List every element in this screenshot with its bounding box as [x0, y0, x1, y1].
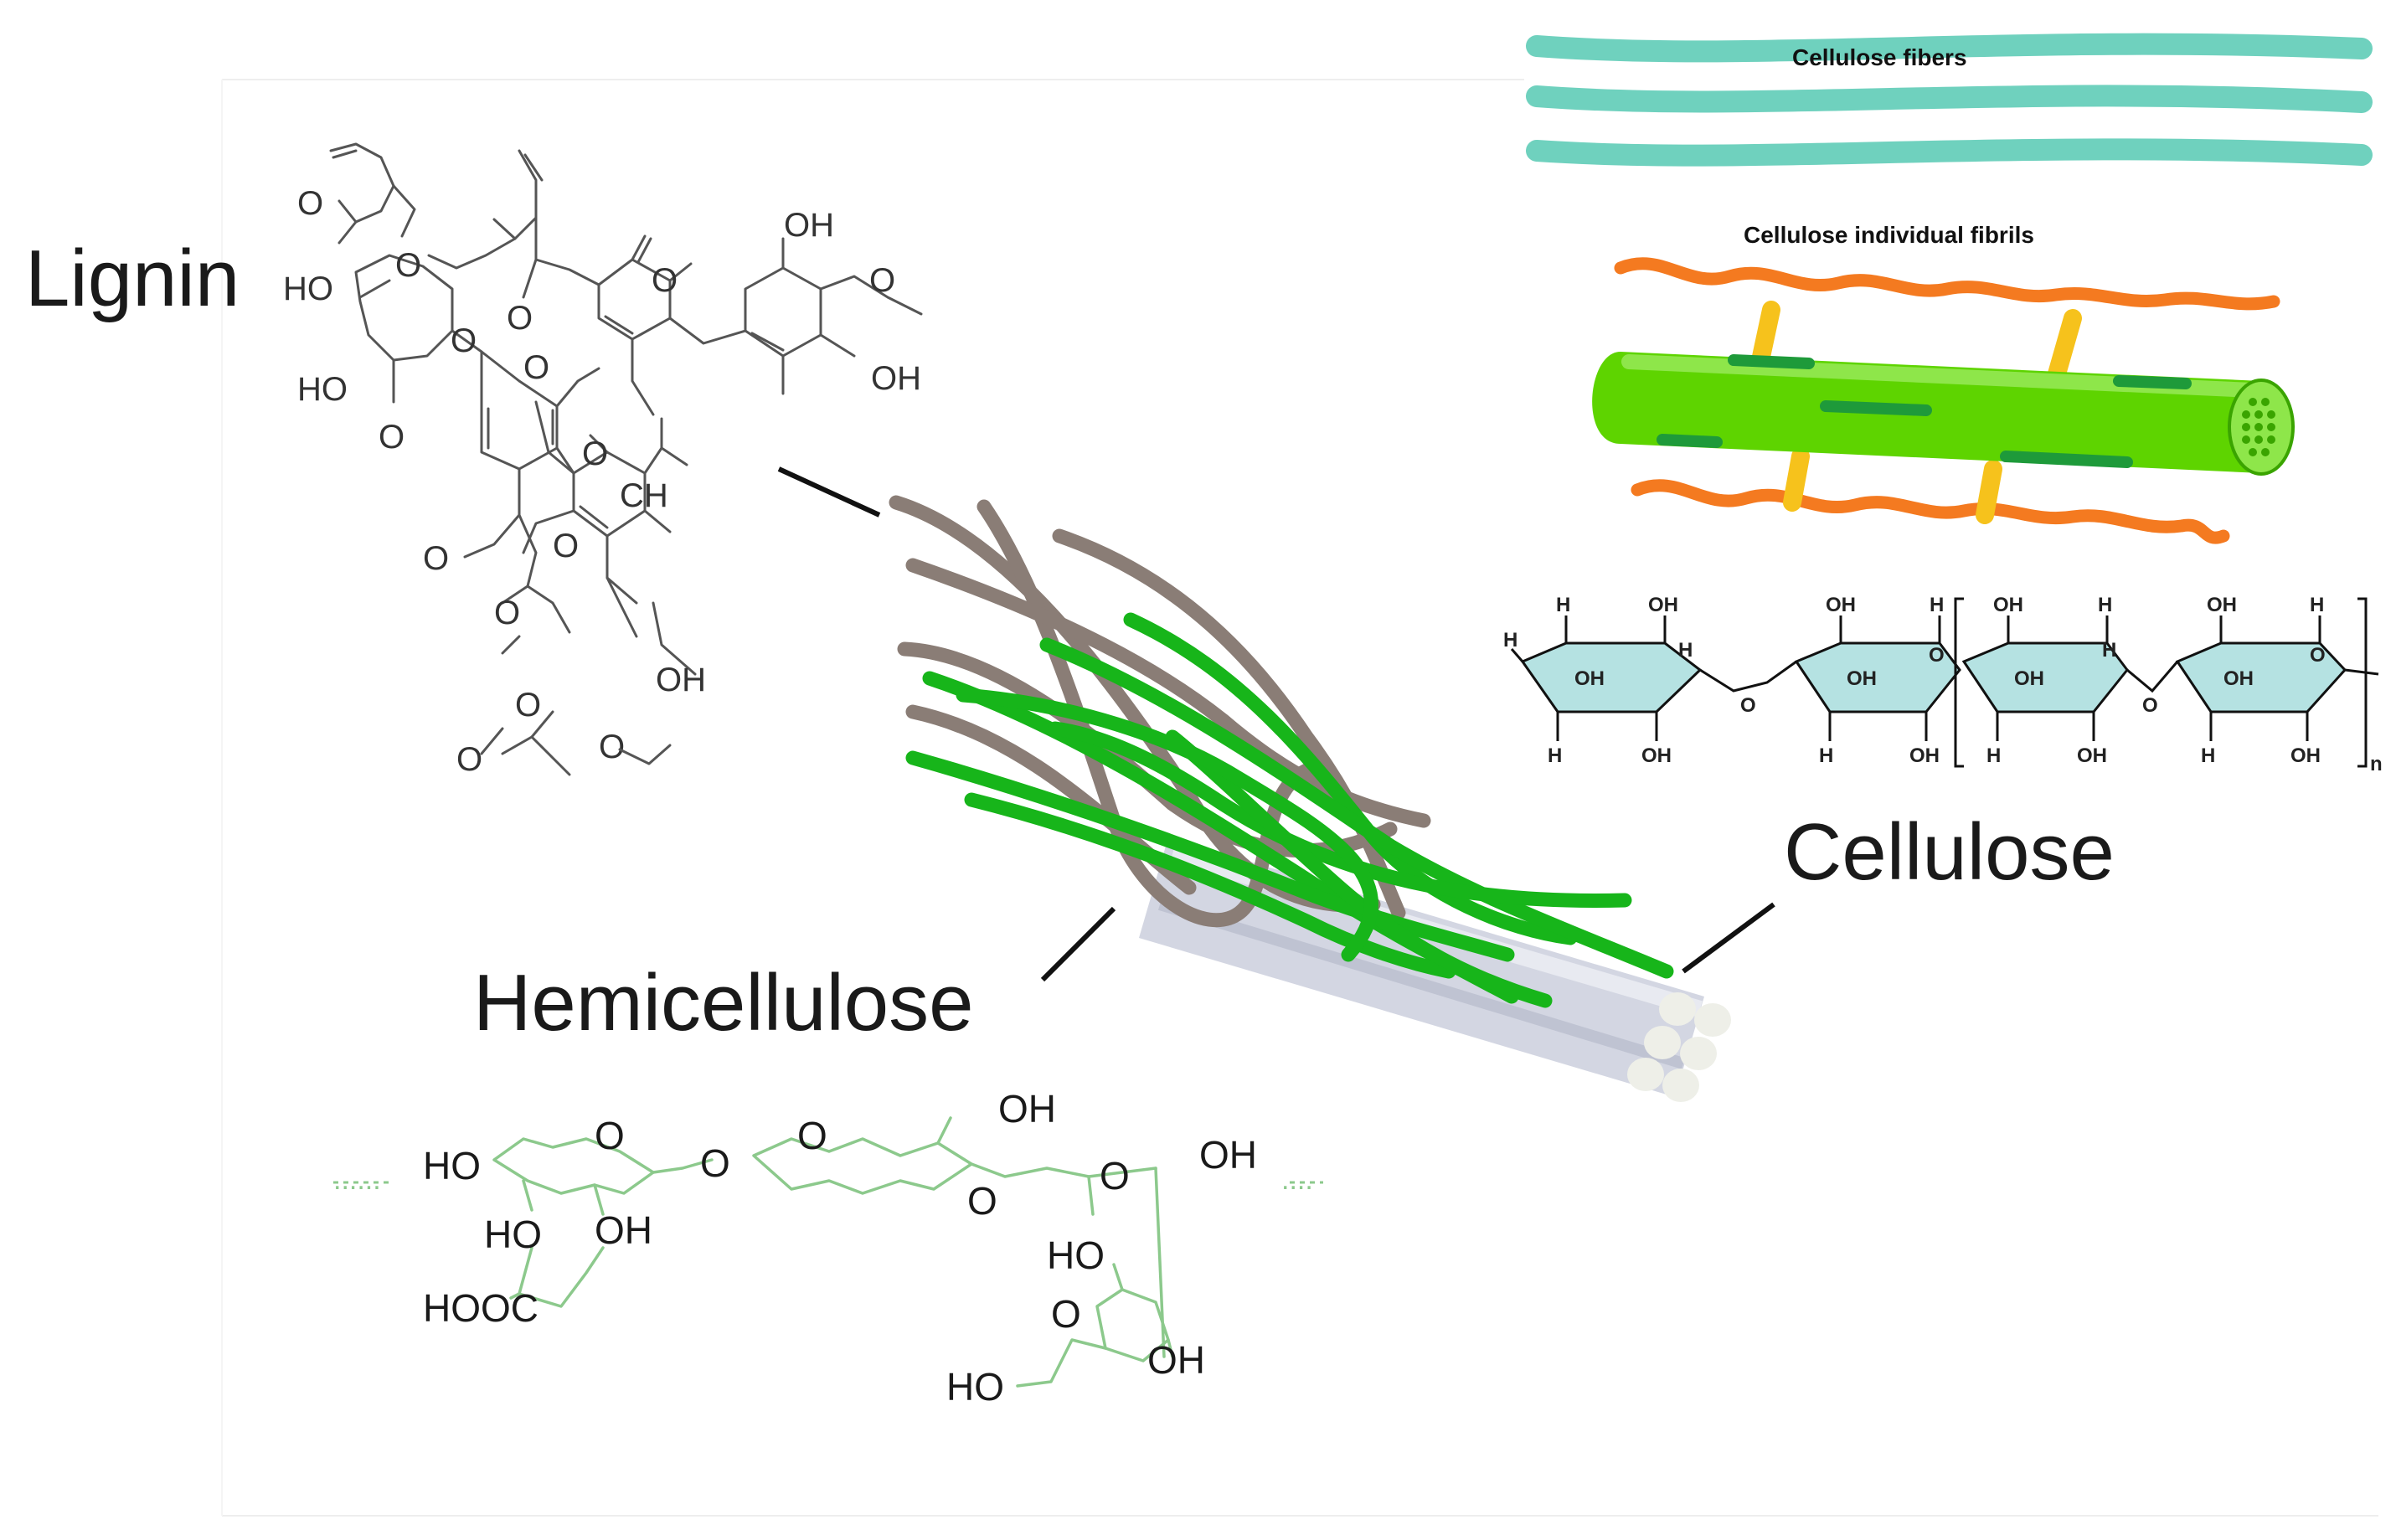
- glu-atom: O: [1740, 694, 1756, 717]
- glu-atom: H: [1503, 629, 1517, 652]
- lignin-structure: [329, 142, 923, 776]
- lignin-atom: O: [869, 262, 895, 299]
- lignin-atom: O: [297, 185, 323, 222]
- glu-atom: H: [1556, 594, 1570, 616]
- glu-atom: OH: [1641, 744, 1672, 767]
- glu-atom: OH: [1847, 667, 1877, 690]
- hemi-dots-left: ......: [333, 1164, 381, 1196]
- glu-atom: OH: [1574, 667, 1605, 690]
- glu-atom: H: [1930, 594, 1944, 616]
- glu-atom: H: [1548, 744, 1562, 767]
- lignin-atom: OH: [784, 207, 834, 244]
- lignin-atom: O: [494, 595, 520, 631]
- lignin-atom: O: [395, 247, 421, 284]
- hemicellulose-leader: [1040, 906, 1116, 982]
- fiber-bundle: [889, 495, 1731, 1102]
- glu-atom: H: [1986, 744, 2001, 767]
- lignin-atom: O: [507, 300, 533, 337]
- hemi-atom: OH: [998, 1087, 1056, 1131]
- lignin-label: Lignin: [25, 234, 240, 323]
- lignin-atom: O: [451, 322, 477, 359]
- cellulose-fibers-label: Cellulose fibers: [1792, 44, 1967, 70]
- lignin-atom: CH: [620, 477, 668, 514]
- cellulose-chain: [1510, 597, 2379, 768]
- lignin-atom: HO: [297, 371, 348, 408]
- hemicellulose-strands: [905, 612, 1674, 1008]
- hemicellulose-atoms: HO O O O OH O O OH HO OH HOOC HO O OH HO: [423, 1087, 1257, 1409]
- hemi-atom: HO: [423, 1144, 481, 1187]
- glu-atom: OH: [1826, 594, 1856, 616]
- lignin-atom: O: [582, 435, 608, 472]
- lignin-atom: HO: [283, 270, 333, 307]
- lignin-atom: O: [599, 729, 625, 765]
- lignin-atom: O: [523, 349, 549, 386]
- cellulose-chain-atoms: H OH H OH H H OH O OH H OH O H OH OH H O…: [1503, 594, 2383, 775]
- lignin-atom: O: [652, 262, 678, 299]
- lignin-atom: O: [515, 687, 541, 724]
- lignin-atom: O: [553, 528, 579, 564]
- glu-atom: OH: [1909, 744, 1940, 767]
- glu-atom: OH: [2014, 667, 2044, 690]
- glu-atom: OH: [2223, 667, 2254, 690]
- hemi-atom: OH: [595, 1208, 652, 1252]
- hemi-atom: HOOC: [423, 1286, 538, 1330]
- glu-atom: OH: [1993, 594, 2023, 616]
- lignin-atoms: O HO O O O OH O OH HO O O O O CH O O O O…: [283, 185, 921, 778]
- glu-atom: n: [2370, 753, 2383, 775]
- hemi-atom: O: [700, 1141, 730, 1185]
- frame: [221, 79, 2378, 1517]
- cellulose-fibrils-label: Cellulose individual fibrils: [1744, 222, 2034, 248]
- hemi-atom: O: [967, 1179, 997, 1223]
- lignin-atom: O: [379, 419, 404, 456]
- hemi-atom: OH: [1199, 1133, 1257, 1177]
- lignin-atom: OH: [871, 360, 921, 397]
- hemi-atom: HO: [1047, 1234, 1105, 1277]
- cellulose-leader: [1682, 902, 1775, 974]
- hemi-atom: O: [595, 1114, 625, 1157]
- cellulose-fibers: [1526, 33, 2373, 167]
- glu-atom: OH: [1648, 594, 1678, 616]
- hemi-atom: O: [1051, 1292, 1081, 1336]
- lignin-atom: O: [423, 540, 449, 577]
- glu-atom: OH: [2290, 744, 2321, 767]
- hemi-atom: OH: [1147, 1338, 1205, 1382]
- cellulose-label: Cellulose: [1784, 807, 2115, 897]
- glu-atom: H: [2201, 744, 2215, 767]
- glu-atom: O: [2142, 694, 2158, 717]
- hemi-atom: O: [797, 1114, 827, 1157]
- hemi-dots-right: ....: [1281, 1164, 1313, 1196]
- cellulose-fibril: [1592, 257, 2295, 544]
- lignin-atom: O: [456, 741, 482, 778]
- hemi-atom: O: [1100, 1154, 1130, 1197]
- glu-atom: OH: [2207, 594, 2237, 616]
- hemicellulose-structure: [333, 1116, 1323, 1388]
- glu-atom: H: [2102, 639, 2116, 662]
- glu-atom: H: [1819, 744, 1833, 767]
- glu-atom: O: [2310, 644, 2326, 667]
- hemicellulose-label: Hemicellulose: [473, 958, 974, 1048]
- glu-atom: H: [2310, 594, 2324, 616]
- glu-atom: H: [2098, 594, 2112, 616]
- hemi-atom: HO: [946, 1365, 1004, 1409]
- glu-atom: H: [1678, 639, 1693, 662]
- glu-atom: OH: [2077, 744, 2107, 767]
- lignin-leader: [777, 466, 881, 518]
- lignin-atom: OH: [656, 662, 706, 698]
- glu-atom: O: [1929, 644, 1945, 667]
- hemi-atom: HO: [484, 1213, 542, 1256]
